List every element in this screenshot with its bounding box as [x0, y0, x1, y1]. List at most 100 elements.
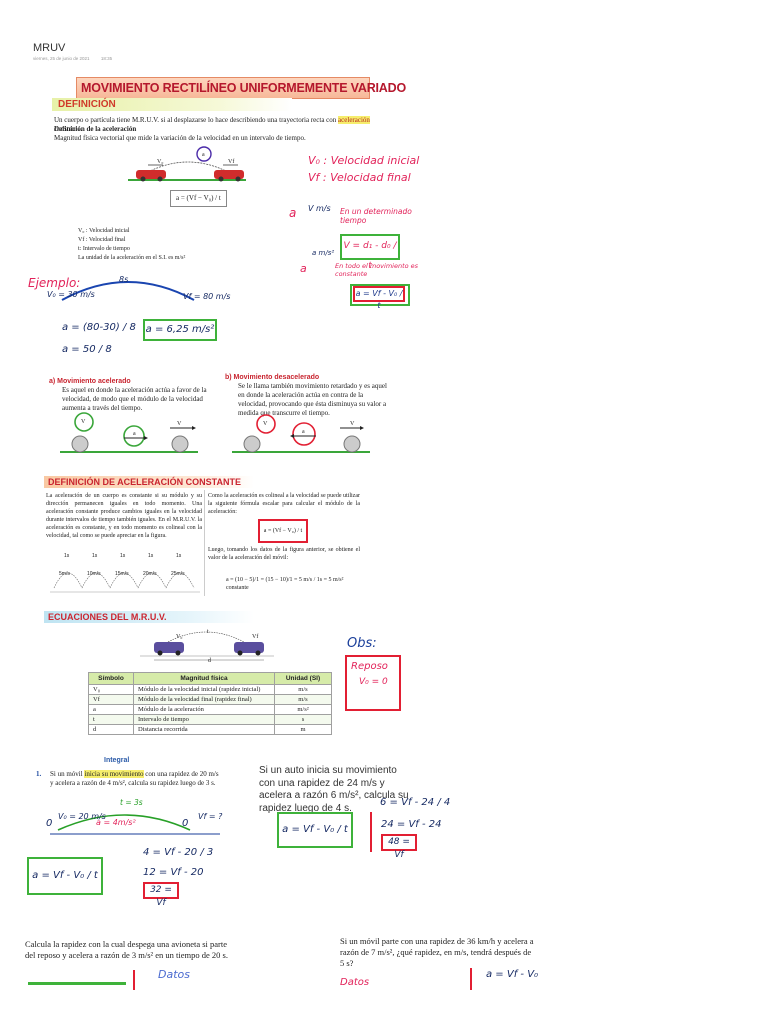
- accelerated-figure: [60, 412, 198, 453]
- cell: m/s²: [274, 704, 332, 715]
- speed-1: 5m/s: [59, 571, 70, 577]
- p2-step1: 6 = Vf - 24 / 4: [380, 797, 451, 808]
- example-v0: V₀ = 30 m/s: [47, 290, 95, 299]
- dec-vec-v2: V: [350, 421, 355, 427]
- section-equations: ECUACIONES DEL M.R.U.V.: [44, 611, 254, 623]
- obs-line2: V₀ = 0: [359, 677, 388, 687]
- circle-v-dec: [256, 414, 276, 434]
- example-time: 8s: [119, 275, 129, 284]
- p1-formula: a = Vf - V₀ / t: [27, 857, 103, 895]
- th-unit: Unidad (SI): [274, 672, 332, 685]
- obs-title: Obs:: [347, 636, 377, 651]
- interval-4: 1s: [148, 553, 154, 559]
- bus-v0: V₀: [176, 634, 183, 640]
- page-title: MRUV: [33, 42, 66, 54]
- p3-datos: Datos: [158, 968, 190, 981]
- cell: Módulo de la aceleración: [133, 704, 275, 715]
- constant-acc-luego: Luego, tomando los datos de la figura an…: [208, 547, 360, 561]
- intro-text: Un cuerpo o partícula tiene M.R.U.V. si …: [54, 116, 337, 124]
- note-eq-v: V = d₁ - d₀ / t: [340, 234, 400, 271]
- speed-3: 15m/s: [115, 571, 129, 577]
- legend-v0: V₀ : Velocidad inicial: [78, 228, 130, 234]
- dec-vec-a: a: [302, 429, 305, 435]
- circle-a-dec: [292, 422, 316, 446]
- accelerated-title: a) Movimiento acelerado: [49, 378, 131, 385]
- cell: a: [88, 704, 134, 715]
- cell: m: [274, 724, 332, 735]
- date-text: viernes, 25 de junio de 2021: [33, 56, 90, 61]
- fig-a: a: [202, 152, 205, 158]
- decelerated-title: b) Movimiento desacelerado: [225, 374, 320, 381]
- p2-result: 48 = Vf: [381, 834, 417, 860]
- accel-circle: [196, 146, 212, 162]
- speed-5: 25m/s: [171, 571, 185, 577]
- constant-acc-calc: a = (10 − 5)/1 = (15 − 10)/1 = 5 m/s / 1…: [226, 577, 344, 591]
- interval-3: 1s: [120, 553, 126, 559]
- p1-step1: 4 = Vf - 20 / 3: [143, 847, 214, 858]
- note-eq-a: [350, 284, 410, 306]
- bus-figure: [140, 631, 274, 661]
- dec-vec-v1: V: [263, 421, 268, 427]
- acc-vec-v1: V: [81, 419, 86, 425]
- example-step1: a = (80-30) / 8: [62, 322, 136, 333]
- cell: d: [88, 724, 134, 735]
- cell: Vf: [88, 694, 134, 705]
- definicion-intro: Un cuerpo o partícula tiene M.R.U.V. si …: [54, 116, 394, 134]
- problem2-text: Si un auto inicia su movimiento con una …: [259, 765, 409, 814]
- p4-divider: [470, 968, 472, 990]
- note-v0: V₀ : Velocidad inicial: [308, 154, 420, 167]
- p3-divider: [133, 970, 135, 990]
- intro-end: constante.: [54, 125, 83, 133]
- p1-step2: 12 = Vf - 20: [143, 867, 204, 878]
- title-banner: MOVIMIENTO RECTILÍNEO UNIFORMEMENTE VARI…: [76, 77, 406, 99]
- section-constant-acc-title: DEFINICIÓN DE ACELERACIÓN CONSTANTE: [48, 477, 242, 487]
- acc-vec-v2: V: [177, 421, 182, 427]
- problem1-sketch: [50, 814, 220, 835]
- cell: Módulo de la velocidad inicial (rapidez …: [133, 684, 275, 695]
- column-divider: [204, 490, 205, 596]
- problem1-number: 1.: [36, 770, 42, 778]
- example-step2: a = 50 / 8: [62, 344, 112, 355]
- cell: V₀: [88, 684, 134, 695]
- example-arc: [61, 281, 195, 301]
- cell: m/s: [274, 694, 332, 705]
- fig-vf: Vf: [228, 159, 235, 165]
- bus-vf: Vf: [252, 634, 259, 640]
- problem4-text: Si un móvil parte con una rapidez de 36 …: [340, 936, 534, 968]
- decelerated-figure: [232, 414, 370, 453]
- acceleration-definition: Magnitud física vectorial que mide la va…: [54, 134, 306, 142]
- th-magnitude: Magnitud física: [133, 672, 275, 685]
- interval-5: 1s: [176, 553, 182, 559]
- problem1-text: Si un móvil inicia su movimiento con una…: [50, 770, 220, 788]
- cell: t: [88, 714, 134, 725]
- p2-step2: 24 = Vf - 24: [381, 819, 442, 830]
- example-label: Ejemplo:: [28, 276, 81, 290]
- example-result: a = 6,25 m/s²: [143, 319, 217, 341]
- note-a-ms2: a m/s²: [312, 249, 335, 257]
- note-instant: En un determinado tiempo: [340, 207, 412, 225]
- note-point-a: a: [289, 206, 297, 220]
- interval-2: 1s: [92, 553, 98, 559]
- note-point-b: a: [300, 262, 307, 275]
- cell: Distancia recorrida: [133, 724, 275, 735]
- interval-row: 5m/s 10m/s 15m/s 20m/s 25m/s 1s 1s 1s 1s…: [50, 552, 200, 596]
- legend-unit: La unidad de la aceleración en el S.I. e…: [78, 255, 186, 261]
- speed-4: 20m/s: [143, 571, 157, 577]
- section-definicion: DEFINICIÓN: [52, 98, 292, 111]
- section-equations-title: ECUACIONES DEL M.R.U.V.: [48, 612, 167, 622]
- cars-figure: [128, 146, 246, 182]
- th-symbol: Símbolo: [88, 672, 134, 685]
- time-text: 18:35: [100, 56, 113, 61]
- fig-v0: V₀: [157, 159, 164, 165]
- accelerated-text: Es aquel en donde la aceleración actúa a…: [62, 386, 207, 412]
- note-point-v: V m/s: [308, 204, 331, 213]
- p2-formula: a = Vf - V₀ / t: [277, 812, 353, 848]
- example-vf: Vf = 80 m/s: [183, 292, 231, 301]
- cell: m/s: [274, 684, 332, 695]
